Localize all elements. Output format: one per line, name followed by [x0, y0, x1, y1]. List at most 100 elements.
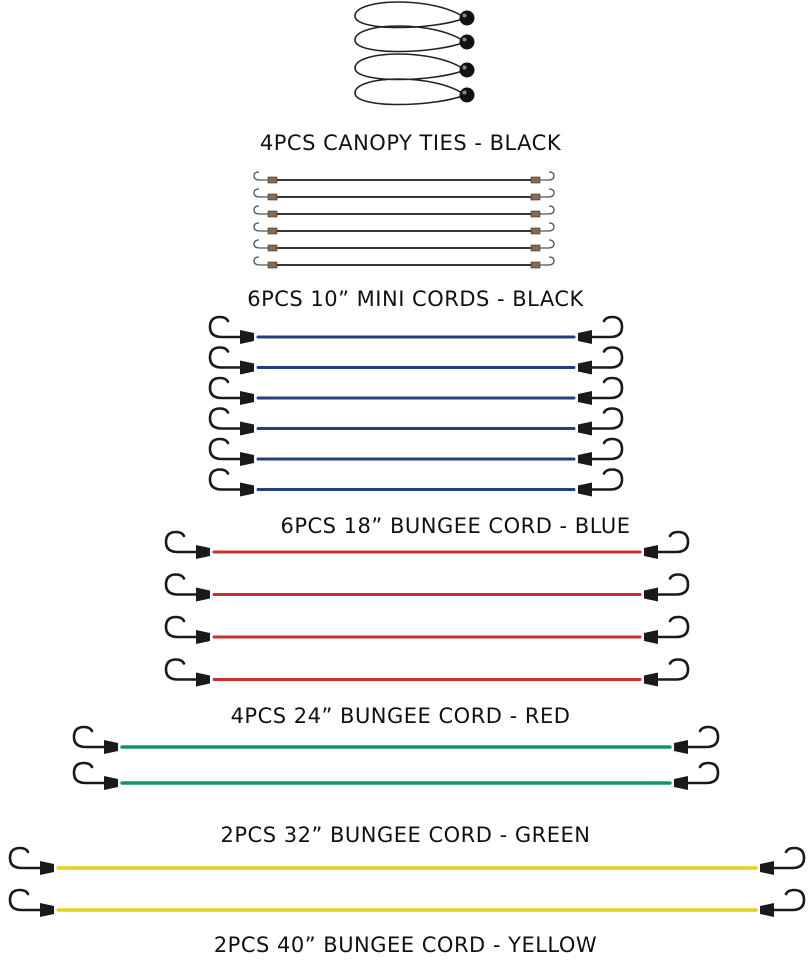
crimp-icon	[530, 227, 541, 235]
end-cap-icon	[644, 630, 658, 644]
end-cap-icon	[40, 903, 54, 917]
end-cap-icon	[240, 330, 254, 344]
mini-cord	[253, 256, 555, 269]
crimp-icon	[530, 244, 541, 252]
crimp-icon	[267, 176, 278, 184]
end-cap-icon	[240, 391, 254, 405]
hook-icon	[540, 188, 555, 198]
hook-icon	[253, 256, 268, 266]
bungee-cord	[208, 315, 624, 344]
crimp-icon	[530, 210, 541, 218]
crimp-icon	[530, 176, 541, 184]
hook-icon	[208, 346, 248, 369]
hook-icon	[8, 888, 48, 912]
bungee-cord	[8, 846, 806, 875]
crimp-icon	[267, 244, 278, 252]
bungee-cord	[164, 573, 690, 602]
hook-icon	[164, 573, 204, 596]
end-cap-icon	[578, 360, 592, 375]
mini-cord	[253, 188, 555, 201]
bungee-cord	[208, 346, 624, 375]
caption-canopy-ties: 4PCS CANOPY TIES - BLACK	[259, 131, 562, 155]
hook-icon	[766, 846, 806, 870]
hook-icon	[164, 530, 204, 554]
canopy-tie	[354, 78, 475, 106]
bungee-cord	[164, 615, 690, 644]
hook-icon	[8, 846, 48, 870]
hook-icon	[680, 761, 720, 785]
loop-line	[354, 25, 466, 53]
end-cap-icon	[196, 587, 210, 602]
hook-icon	[253, 205, 268, 215]
hook-icon	[208, 376, 248, 400]
end-cap-icon	[196, 672, 210, 687]
bungee-cord	[72, 725, 720, 754]
hook-icon	[164, 615, 204, 639]
hook-icon	[584, 376, 624, 400]
canopy-tie	[354, 53, 475, 81]
end-cap-icon	[578, 330, 592, 344]
yellow-cords-group	[8, 846, 806, 917]
bungee-cord	[72, 761, 720, 790]
hook-icon	[540, 239, 555, 249]
hook-icon	[650, 658, 690, 681]
end-cap-icon	[104, 776, 118, 790]
canopy-tie	[354, 25, 475, 53]
hook-icon	[72, 725, 112, 749]
end-cap-icon	[578, 421, 592, 436]
mini-cord	[253, 222, 555, 235]
loop-line	[354, 53, 466, 81]
mini-cords-group	[253, 171, 555, 269]
green-cords-group	[72, 725, 720, 790]
end-cap-icon	[40, 861, 54, 875]
hook-icon	[164, 658, 204, 681]
hook-icon	[208, 437, 248, 461]
end-cap-icon	[644, 672, 658, 687]
hook-icon	[584, 315, 624, 339]
end-cap-icon	[240, 421, 254, 436]
hook-icon	[584, 407, 624, 430]
hook-icon	[72, 761, 112, 785]
mini-cord	[253, 171, 555, 184]
canopy-tie	[354, 1, 475, 29]
hook-icon	[208, 315, 248, 339]
hook-icon	[680, 725, 720, 749]
canopy-ties-group	[354, 1, 475, 106]
ball-icon	[459, 34, 475, 50]
ball-highlight-icon	[462, 13, 467, 18]
caption-red-cords: 4PCS 24” BUNGEE CORD - RED	[230, 704, 571, 728]
red-cords-group	[164, 530, 690, 687]
hook-icon	[208, 468, 248, 491]
hook-icon	[584, 437, 624, 461]
caption-blue-cords: 6PCS 18” BUNGEE CORD - BLUE	[280, 514, 631, 538]
bungee-cord	[164, 658, 690, 687]
blue-cords-group	[208, 315, 624, 497]
crimp-icon	[530, 261, 541, 269]
bungee-cord	[208, 376, 624, 405]
crimp-icon	[267, 261, 278, 269]
hook-icon	[540, 205, 555, 215]
bungee-cord	[8, 888, 806, 917]
end-cap-icon	[240, 482, 254, 497]
hook-icon	[584, 346, 624, 369]
hook-icon	[650, 530, 690, 554]
end-cap-icon	[760, 903, 774, 917]
hook-icon	[253, 239, 268, 249]
end-cap-icon	[196, 630, 210, 644]
bungee-cord	[208, 468, 624, 497]
ball-highlight-icon	[462, 90, 467, 95]
end-cap-icon	[644, 587, 658, 602]
ball-highlight-icon	[462, 65, 467, 70]
hook-icon	[253, 171, 268, 181]
end-cap-icon	[240, 360, 254, 375]
bungee-cord	[208, 437, 624, 466]
caption-yellow-cords: 2PCS 40” BUNGEE CORD - YELLOW	[213, 933, 598, 957]
hook-icon	[253, 188, 268, 198]
hook-icon	[650, 573, 690, 596]
hook-icon	[650, 615, 690, 639]
hook-icon	[540, 256, 555, 266]
end-cap-icon	[674, 776, 688, 790]
end-cap-icon	[674, 740, 688, 754]
ball-icon	[459, 87, 475, 103]
